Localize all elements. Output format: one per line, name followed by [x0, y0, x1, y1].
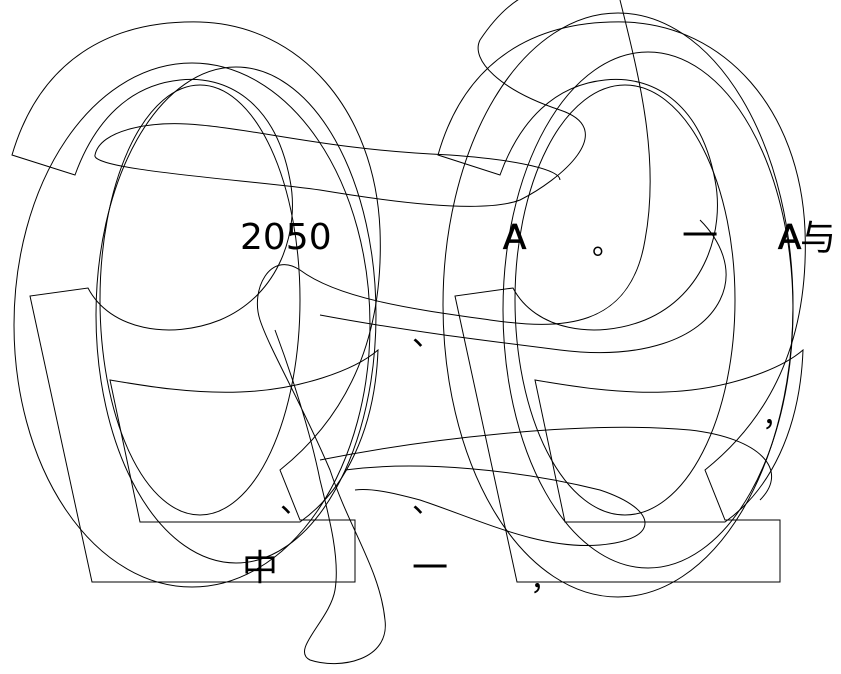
dash-top: 一 — [682, 216, 718, 257]
large-outline-digit-right — [437, 12, 806, 598]
right-digit-outer-shell — [437, 21, 806, 583]
stroke-long-wave — [256, 0, 651, 665]
right-digit-inner-counter — [534, 348, 804, 523]
stroke-mid-wave — [319, 219, 727, 353]
left-digit-ellipse-b — [95, 66, 377, 564]
stroke-lower-wave — [344, 465, 646, 547]
period-mark: 。 — [592, 227, 622, 262]
enum-comma-mid: 、 — [412, 485, 442, 520]
stroke-wide-arc — [319, 426, 772, 501]
char-yu: 与 — [800, 218, 836, 259]
left-digit-ellipse-a — [13, 62, 371, 588]
letter-a-hollow-1: A — [503, 218, 526, 258]
comma-bottom: ， — [530, 563, 560, 598]
freeform-strokes — [94, 0, 772, 665]
right-digit-ellipse-c — [514, 84, 736, 516]
dash-bottom: 一 — [412, 548, 448, 589]
right-digit-ellipse-b — [502, 51, 794, 569]
char-zhong: 中 — [242, 548, 278, 589]
left-digit-inner-counter — [109, 348, 379, 523]
comma-right: ， — [762, 399, 792, 434]
left-digit-ellipse-c — [99, 84, 301, 516]
text-fragments: 2050 A 。 一 A 与 、 ， 、 、 中 一 ， — [240, 216, 836, 598]
enum-comma-left: 、 — [280, 485, 310, 520]
letter-a-hollow-2: A — [778, 218, 801, 258]
enum-comma-top: 、 — [412, 318, 442, 353]
large-outline-digit-left — [11, 21, 381, 588]
stroke-top-loop — [94, 0, 586, 207]
left-digit-outer-shell — [11, 21, 381, 583]
year-label: 2050 — [240, 217, 332, 258]
